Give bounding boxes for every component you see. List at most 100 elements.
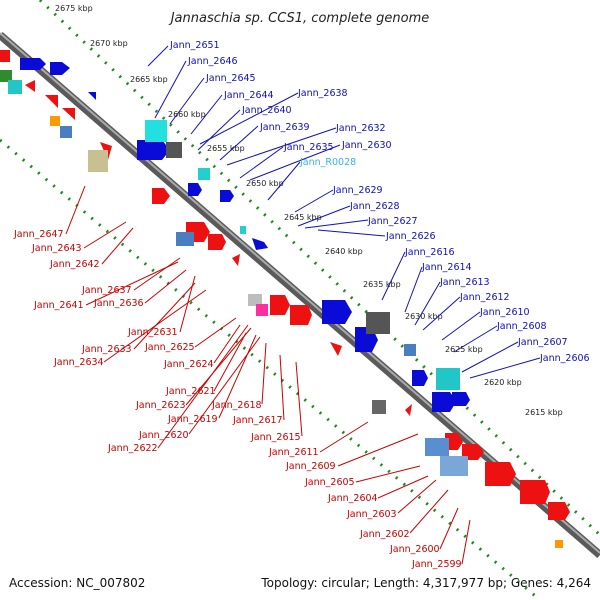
gene-label-2617[interactable]: Jann_2617 — [232, 415, 283, 426]
gene-label-2618[interactable]: Jann_2618 — [211, 400, 262, 411]
gene-label-2619[interactable]: Jann_2619 — [167, 414, 218, 425]
gene-label-2624[interactable]: Jann_2624 — [163, 359, 214, 370]
map-title: Jannaschia sp. CCS1, complete genome — [168, 11, 430, 26]
scale-labels: 2675 kbp 2670 kbp 2665 kbp 2660 kbp 2655… — [55, 4, 563, 417]
gene-label-2602[interactable]: Jann_2602 — [359, 529, 410, 540]
kbp-2660: 2660 kbp — [168, 110, 206, 119]
forward-strand-genes — [20, 58, 470, 412]
gene-label-2638[interactable]: Jann_2638 — [297, 88, 348, 99]
gene-forward-e — [220, 190, 234, 202]
gene-label-2634[interactable]: Jann_2634 — [53, 357, 104, 368]
gene-cyan-d — [436, 368, 460, 390]
bottom-gene-labels: Jann_2647 Jann_2643 Jann_2642 Jann_2637 … — [13, 229, 462, 570]
gene-label-2608[interactable]: Jann_2608 — [496, 321, 547, 332]
gene-label-2604[interactable]: Jann_2604 — [327, 493, 378, 504]
gene-reverse-m — [405, 404, 412, 416]
gene-label-2637[interactable]: Jann_2637 — [81, 285, 132, 296]
gene-label-2651[interactable]: Jann_2651 — [169, 40, 220, 51]
gene-label-2641[interactable]: Jann_2641 — [33, 300, 84, 311]
gene-label-2611[interactable]: Jann_2611 — [268, 447, 319, 458]
gene-orange-a — [50, 116, 60, 126]
gene-label-2609[interactable]: Jann_2609 — [285, 461, 336, 472]
gene-label-2603[interactable]: Jann_2603 — [346, 509, 397, 520]
gene-label-2647[interactable]: Jann_2647 — [13, 229, 64, 240]
gene-label-2645[interactable]: Jann_2645 — [205, 73, 256, 84]
accession-text: Accession: NC_007802 — [9, 576, 145, 590]
gene-label-2620[interactable]: Jann_2620 — [138, 430, 189, 441]
kbp-2650: 2650 kbp — [246, 179, 284, 188]
gene-label-2599[interactable]: Jann_2599 — [411, 559, 462, 570]
gene-label-2622[interactable]: Jann_2622 — [107, 443, 158, 454]
bottom-leader-lines — [65, 185, 471, 565]
gene-label-2639[interactable]: Jann_2639 — [259, 122, 310, 133]
gene-gray-b — [366, 312, 390, 334]
gene-label-2605[interactable]: Jann_2605 — [304, 477, 355, 488]
gene-reverse-l — [330, 342, 342, 356]
gene-green — [0, 70, 12, 82]
gene-forward-c — [137, 140, 170, 160]
gene-label-2632[interactable]: Jann_2632 — [335, 123, 386, 134]
gene-label-2612[interactable]: Jann_2612 — [459, 292, 510, 303]
gene-label-2631[interactable]: Jann_2631 — [127, 327, 178, 338]
top-gene-labels: Jann_2651 Jann_2646 Jann_2645 Jann_2644 … — [169, 40, 590, 364]
misc-genes — [0, 70, 563, 548]
gene-reverse-n — [445, 433, 463, 450]
gene-label-2623[interactable]: Jann_2623 — [135, 400, 186, 411]
gene-khaki — [88, 150, 108, 172]
gene-forward-2651 — [50, 62, 70, 75]
kbp-2645: 2645 kbp — [284, 213, 322, 222]
gene-label-2600[interactable]: Jann_2600 — [389, 544, 440, 555]
gene-label-2643[interactable]: Jann_2643 — [31, 243, 82, 254]
gene-label-2646[interactable]: Jann_2646 — [187, 56, 238, 67]
gene-label-2640[interactable]: Jann_2640 — [241, 105, 292, 116]
gene-label-2614[interactable]: Jann_2614 — [421, 262, 472, 273]
kbp-2655: 2655 kbp — [207, 144, 245, 153]
gene-lightgray — [248, 294, 262, 306]
gene-label-2633[interactable]: Jann_2633 — [81, 344, 132, 355]
kbp-2665: 2665 kbp — [130, 75, 168, 84]
gene-label-2625[interactable]: Jann_2625 — [144, 342, 195, 353]
gene-reverse-i — [232, 254, 240, 266]
kbp-2615: 2615 kbp — [525, 408, 563, 417]
gene-cyan-c — [240, 226, 246, 234]
kbp-2625: 2625 kbp — [445, 345, 483, 354]
gene-forward-f — [252, 238, 268, 250]
gene-label-2630[interactable]: Jann_2630 — [341, 140, 392, 151]
gene-label-2644[interactable]: Jann_2644 — [223, 90, 274, 101]
gene-label-2627[interactable]: Jann_2627 — [367, 216, 418, 227]
gene-label-2628[interactable]: Jann_2628 — [349, 201, 400, 212]
gene-label-2616[interactable]: Jann_2616 — [404, 247, 455, 258]
gene-forward-k — [452, 392, 470, 406]
gene-reverse-k — [290, 305, 312, 325]
gene-steel-a — [60, 126, 72, 138]
gene-forward-b — [88, 92, 96, 100]
gene-steel-c — [404, 344, 416, 356]
gene-label-2615[interactable]: Jann_2615 — [250, 432, 301, 443]
gene-label-2606[interactable]: Jann_2606 — [539, 353, 590, 364]
gene-label-2635[interactable]: Jann_2635 — [283, 142, 334, 153]
topology-text: Topology: circular; Length: 4,317,977 bp… — [260, 576, 591, 590]
gene-label-2642[interactable]: Jann_2642 — [49, 259, 100, 270]
top-leader-lines — [147, 45, 541, 379]
gene-label-2626[interactable]: Jann_2626 — [385, 231, 436, 242]
gene-label-2636[interactable]: Jann_2636 — [93, 298, 144, 309]
kbp-2670: 2670 kbp — [90, 39, 128, 48]
gene-steel-e — [440, 456, 468, 476]
gene-reverse-d — [62, 108, 75, 120]
gene-label-r0028[interactable]: Jann_R0028 — [299, 157, 356, 168]
gene-steel-b — [176, 232, 194, 246]
gene-cyan-a — [145, 120, 167, 142]
kbp-2640: 2640 kbp — [325, 247, 363, 256]
gene-label-2613[interactable]: Jann_2613 — [439, 277, 490, 288]
gene-label-2607[interactable]: Jann_2607 — [517, 337, 568, 348]
gene-reverse-p — [485, 462, 516, 486]
gene-label-2629[interactable]: Jann_2629 — [332, 185, 383, 196]
gene-reverse-j — [270, 295, 290, 315]
gene-forward-a — [20, 58, 46, 70]
gene-reverse-a — [0, 50, 10, 62]
gene-reverse-r — [548, 502, 570, 520]
gene-label-2610[interactable]: Jann_2610 — [479, 307, 530, 318]
gene-reverse-c — [45, 95, 58, 108]
gene-label-2621[interactable]: Jann_2621 — [165, 386, 216, 397]
